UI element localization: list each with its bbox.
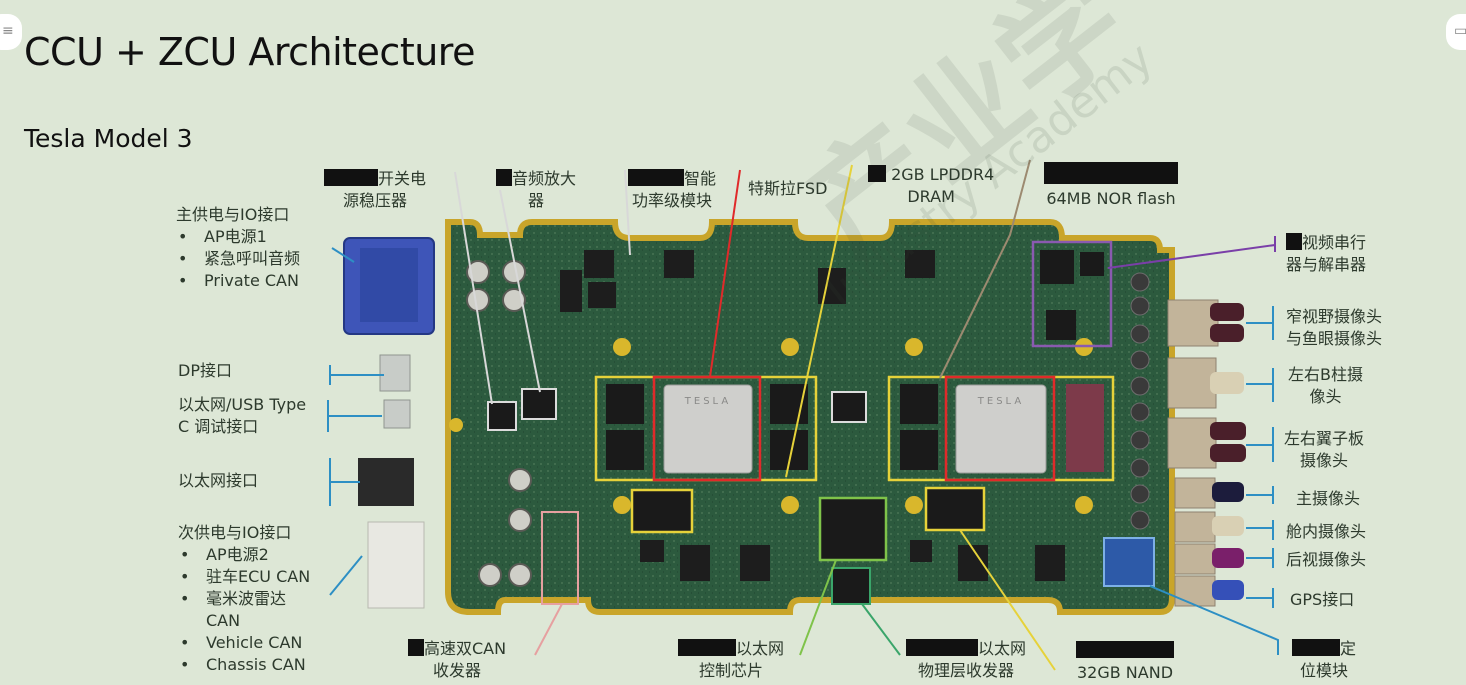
sub-power-connector [368, 522, 424, 608]
label-ethernet-port: 以太网接口 [178, 470, 258, 492]
label-tesla-fsd: 特斯拉FSD [748, 178, 827, 200]
label-lpddr4: 2GB LPDDR4 DRAM [868, 164, 994, 208]
label-cabin-camera: 舱内摄像头 [1286, 521, 1366, 543]
label-video-serdes: 视频串行 器与解串器 [1286, 232, 1366, 276]
dp-port [380, 355, 410, 391]
ethernet-port [358, 458, 414, 506]
audio-ic [522, 389, 556, 419]
label-sub-power: 次供电与IO接口 AP电源2 驻车ECU CAN 毫米波雷达 CAN Vehic… [178, 522, 310, 676]
label-eth-usb: 以太网/USB TypeC 调试接口 [178, 394, 306, 438]
label-dp-port: DP接口 [178, 360, 232, 382]
eth-ctrl-box [820, 498, 886, 560]
main-power-connector [344, 238, 434, 334]
chip-brand-left: TESLA [684, 396, 731, 407]
gps-module-chip [1104, 538, 1154, 586]
label-audio-amp: 音频放大 器 [496, 168, 576, 212]
label-gps-module: 定 位模块 [1292, 638, 1356, 682]
label-smart-power: 智能 功率级模块 [628, 168, 716, 212]
label-eth-controller: 以太网 控制芯片 [678, 638, 784, 682]
can-trans-box [632, 490, 692, 532]
center-ic [832, 392, 866, 422]
label-rear-camera: 后视摄像头 [1286, 549, 1366, 571]
nand-box [926, 488, 984, 530]
label-b-pillar-camera: 左右B柱摄像头 [1288, 364, 1363, 408]
label-nor-flash: 64MB NOR flash [1044, 162, 1178, 210]
chip-brand-right: TESLA [977, 396, 1024, 407]
label-fender-camera: 左右翼子板摄像头 [1284, 428, 1364, 472]
label-eth-phy: 以太网 物理层收发器 [906, 638, 1026, 682]
camera-connectors [1168, 300, 1246, 606]
label-main-power: 主供电与IO接口 AP电源1 紧急呼叫音频 Private CAN [176, 204, 300, 292]
regulator-ic [488, 402, 516, 430]
label-main-camera: 主摄像头 [1296, 488, 1360, 510]
label-switch-regulator: 开关电 源稳压器 [324, 168, 426, 212]
usb-c-port [384, 400, 410, 428]
label-nand: 32GB NAND [1076, 640, 1174, 684]
eth-phy-box [832, 568, 870, 604]
label-narrow-camera: 窄视野摄像头与鱼眼摄像头 [1286, 306, 1382, 350]
label-gps-port: GPS接口 [1290, 589, 1354, 611]
label-can-transceiver: 高速双CAN 收发器 [408, 638, 506, 682]
